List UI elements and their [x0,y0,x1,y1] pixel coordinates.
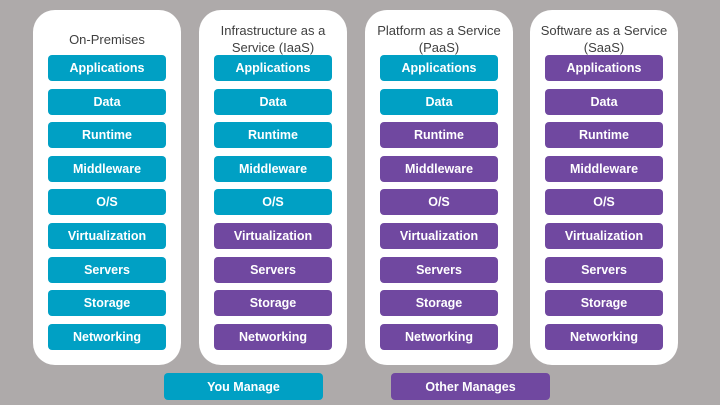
layer-storage: Storage [545,290,663,317]
layer-virtualization: Virtualization [545,223,663,249]
layer-middleware: Middleware [380,155,498,182]
legend-you-manage: You Manage [164,373,323,400]
panel-saas: Software as a Service (SaaS)Applications… [530,10,678,365]
layer-servers: Servers [545,256,663,283]
panel-title: Software as a Service (SaaS) [540,23,668,55]
layer-servers: Servers [214,256,332,283]
panel-title: On-Premises [69,31,145,47]
layer-runtime: Runtime [380,122,498,149]
layer-networking: Networking [380,323,498,350]
layer-virtualization: Virtualization [214,223,332,249]
layer-storage: Storage [380,290,498,317]
layer-middleware: Middleware [214,155,332,182]
panel-title: Infrastructure as a Service (IaaS) [220,23,326,55]
layer-middleware: Middleware [545,155,663,182]
layer-servers: Servers [48,256,166,283]
layer-o-s: O/S [214,189,332,216]
layer-applications: Applications [380,55,498,81]
layer-runtime: Runtime [214,122,332,149]
panel-paas: Platform as a Service (PaaS)Applications… [365,10,513,365]
layer-networking: Networking [214,323,332,350]
layer-runtime: Runtime [545,122,663,149]
layer-o-s: O/S [48,189,166,216]
layer-virtualization: Virtualization [48,223,166,249]
layer-applications: Applications [214,55,332,81]
layer-runtime: Runtime [48,122,166,149]
layer-applications: Applications [48,55,166,81]
layer-virtualization: Virtualization [380,223,498,249]
layer-middleware: Middleware [48,155,166,182]
layer-applications: Applications [545,55,663,81]
layer-data: Data [545,88,663,115]
panel-iaas: Infrastructure as a Service (IaaS)Applic… [199,10,347,365]
panel-title: Platform as a Service (PaaS) [377,23,501,55]
layer-networking: Networking [545,323,663,350]
layer-storage: Storage [214,290,332,317]
layer-data: Data [380,88,498,115]
layer-servers: Servers [380,256,498,283]
layer-data: Data [214,88,332,115]
legend-other-manages: Other Manages [391,373,550,400]
layer-storage: Storage [48,290,166,317]
layer-networking: Networking [48,323,166,350]
layer-o-s: O/S [545,189,663,216]
layer-o-s: O/S [380,189,498,216]
layer-data: Data [48,88,166,115]
